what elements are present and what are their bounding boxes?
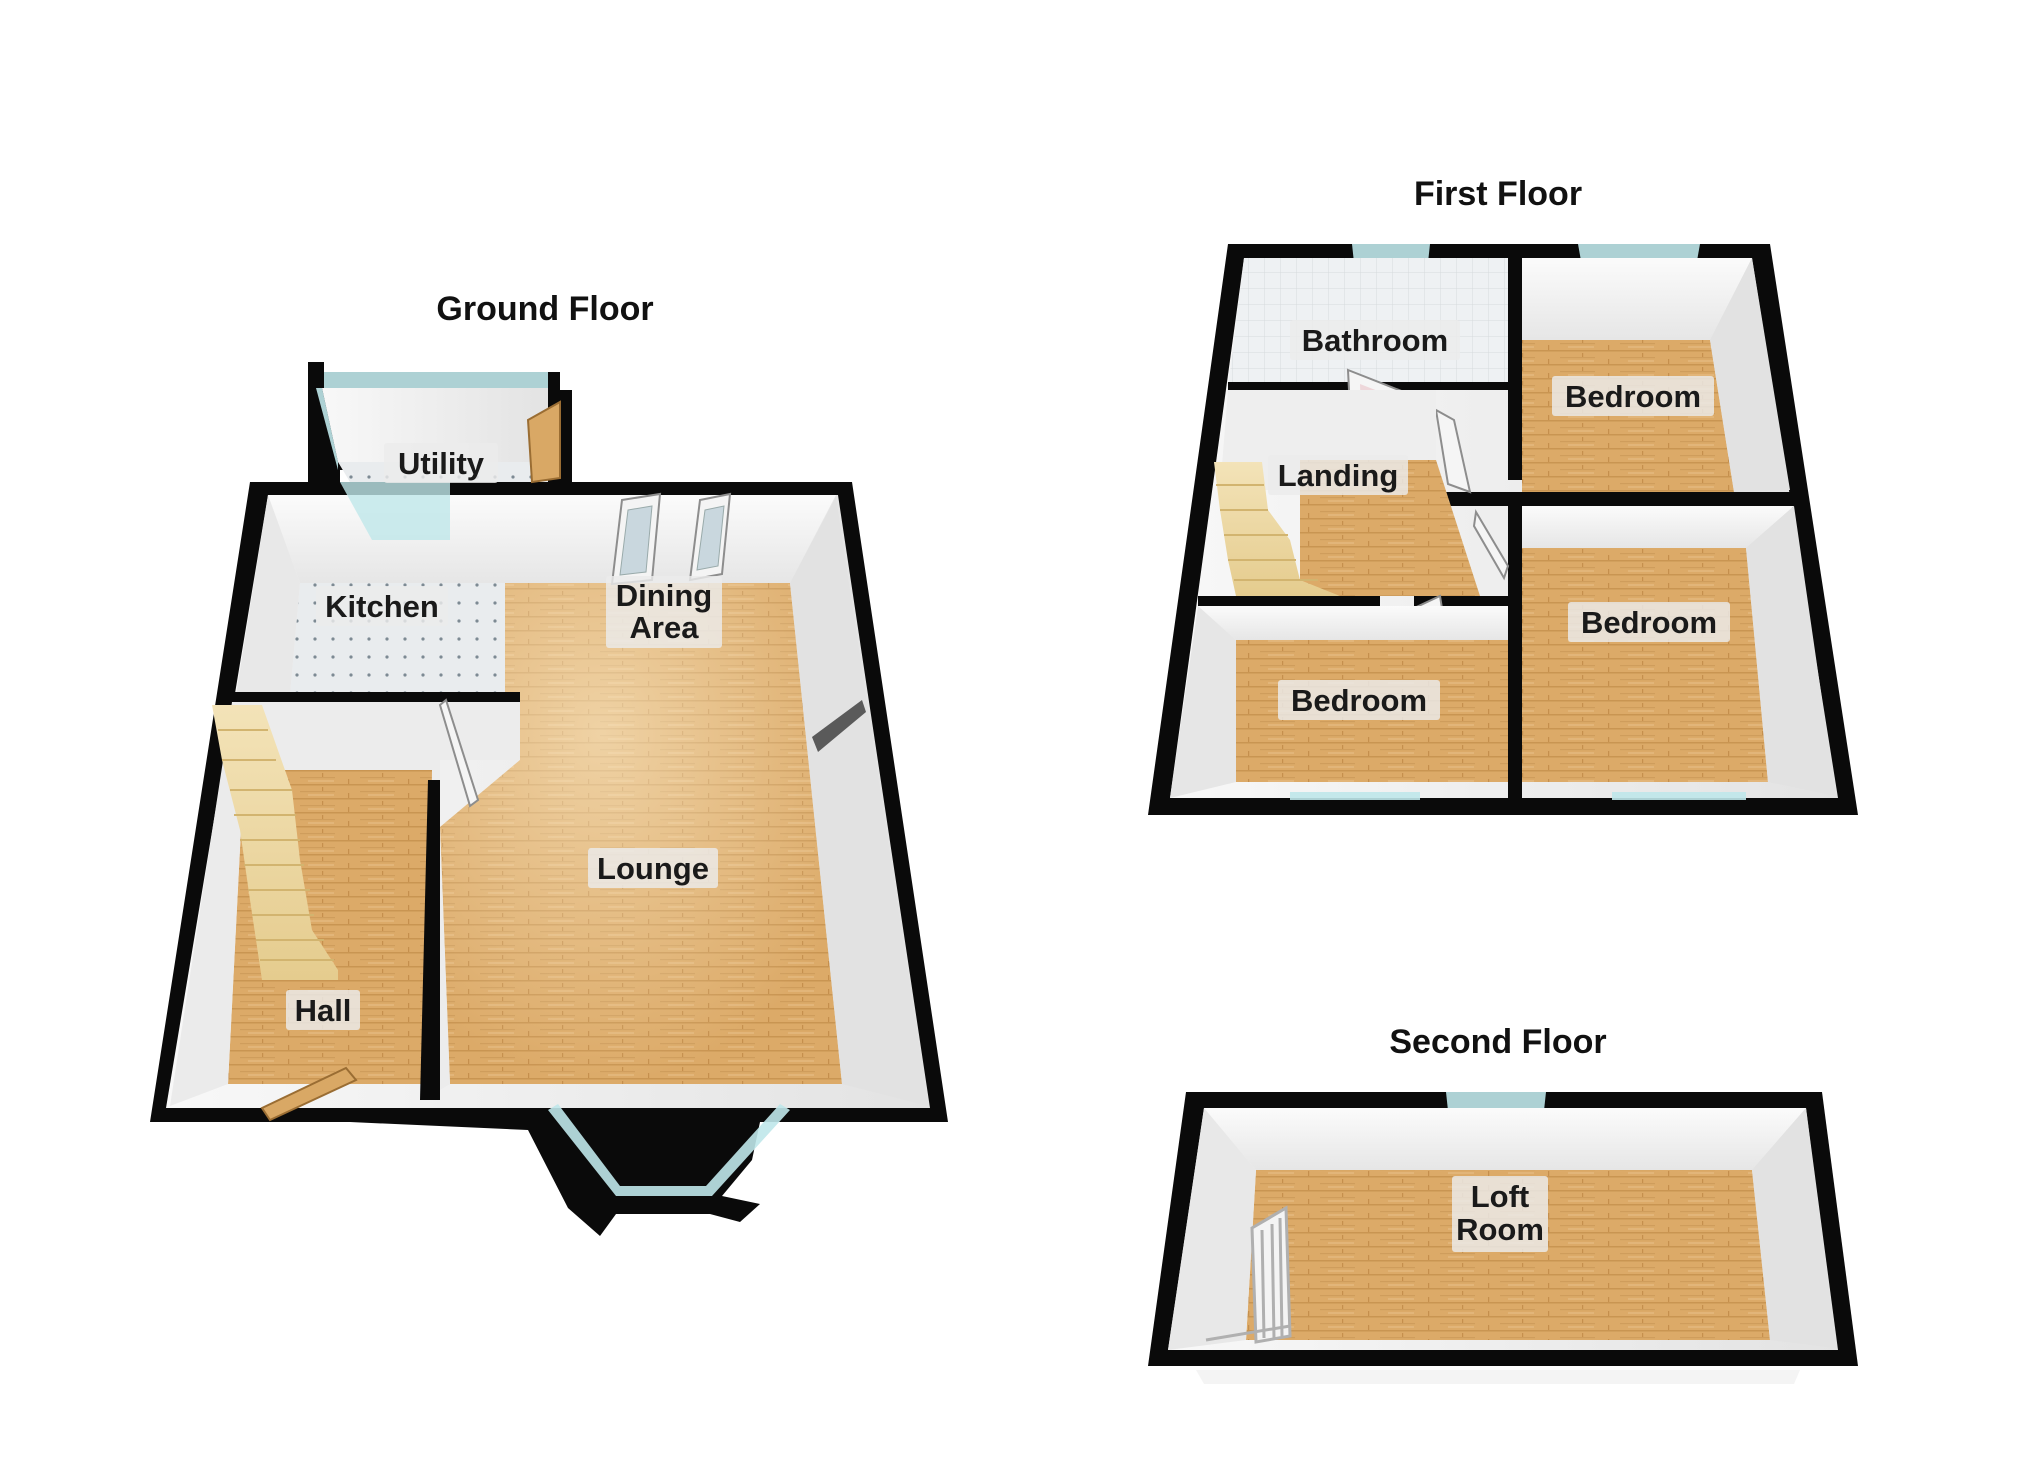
- svg-text:Bedroom: Bedroom: [1565, 379, 1701, 414]
- ground-floor-plan: [150, 362, 948, 1236]
- room-label-lounge: Lounge: [588, 848, 718, 888]
- ground-floor-stairs: [212, 705, 338, 980]
- room-label-bedroom-top: Bedroom: [1552, 376, 1714, 416]
- room-label-loft-room: Loft Room: [1452, 1176, 1548, 1252]
- room-label-dining-area: Dining Area: [606, 576, 722, 648]
- room-label-landing: Landing: [1268, 455, 1408, 495]
- first-floor-stairs: [1214, 462, 1340, 596]
- svg-text:Loft: Loft: [1471, 1179, 1530, 1214]
- svg-text:Lounge: Lounge: [597, 851, 709, 886]
- room-label-kitchen: Kitchen: [316, 586, 448, 626]
- svg-text:Area: Area: [630, 610, 700, 645]
- second-floor-title: Second Floor: [1389, 1023, 1606, 1061]
- bedroom-2-floor: [1522, 548, 1768, 782]
- dining-french-doors: [610, 492, 732, 586]
- first-floor-title: First Floor: [1414, 175, 1582, 213]
- room-label-bedroom-middle: Bedroom: [1568, 602, 1730, 642]
- svg-text:Room: Room: [1456, 1212, 1544, 1247]
- svg-text:Bathroom: Bathroom: [1302, 323, 1448, 358]
- room-label-hall: Hall: [286, 990, 360, 1030]
- loft-stair-rail: [1205, 1205, 1292, 1344]
- first-floor-plan: [1148, 244, 1858, 815]
- svg-text:Landing: Landing: [1278, 458, 1399, 493]
- room-label-bedroom-bottom: Bedroom: [1278, 680, 1440, 720]
- room-label-bathroom: Bathroom: [1290, 320, 1460, 360]
- svg-text:Utility: Utility: [398, 446, 485, 481]
- svg-text:Hall: Hall: [295, 993, 352, 1028]
- svg-text:Bedroom: Bedroom: [1581, 605, 1717, 640]
- loft-room-floor: [1246, 1170, 1770, 1340]
- ground-floor-title: Ground Floor: [436, 290, 653, 328]
- svg-text:Kitchen: Kitchen: [325, 589, 439, 624]
- room-label-utility: Utility: [384, 443, 498, 483]
- svg-text:Bedroom: Bedroom: [1291, 683, 1427, 718]
- svg-text:Dining: Dining: [616, 578, 712, 613]
